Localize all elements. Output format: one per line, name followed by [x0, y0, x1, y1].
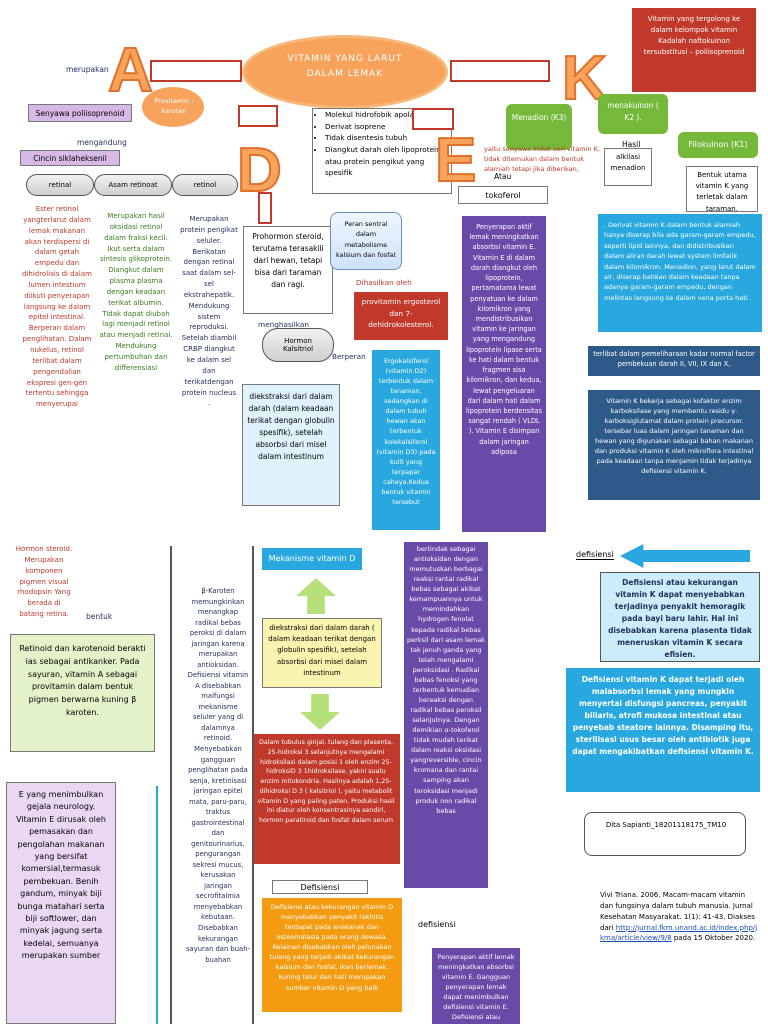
filokuinon-box: Filokuinon (K1): [678, 132, 758, 158]
defisiensi-d-label: Defisiensi: [272, 880, 368, 894]
hormon-steroid-desc: Hormon steroid. Merupakan komponen pigme…: [15, 545, 73, 619]
trait-item: Diangkut darah oleh lipoprotein atau pro…: [325, 144, 451, 179]
pill-retinal: retinal: [26, 174, 94, 196]
label-menghasilkan: menghasilkan: [258, 320, 309, 329]
trait-item: Molekul hidrofobik apolar: [325, 109, 451, 121]
provitamin-label: Provitamin : karoten: [154, 97, 194, 116]
arrow-d-down: [258, 192, 272, 224]
terlibat-box: terlibat dalam pemeliharaan kadar normal…: [588, 346, 760, 376]
author-ribbon: [584, 812, 746, 856]
defisiensi-k-box2: Defisiensi vitamin K dapat terjadi oleh …: [566, 668, 760, 792]
label-atau: Atau: [494, 172, 512, 181]
senyawa-box: Senyawa poliisoprenoid: [28, 104, 132, 122]
pill-retinol: retinol: [172, 174, 238, 196]
tokoferol-box: tokoferol: [458, 186, 548, 204]
k-definisi-box: Vitamin yang tergolong ke dalam kelompok…: [632, 8, 756, 92]
label-mengandung: mengandung: [77, 138, 127, 147]
label-hasil: Hasil: [622, 140, 641, 149]
provitamin-cloud: [142, 87, 204, 127]
reference-box: Vivi Triana. 2006. Macam-macam vitamin d…: [600, 890, 760, 990]
letter-d: D: [236, 136, 283, 205]
arrow-to-k: [450, 60, 550, 82]
tubulus-box: Dalam tubulus ginjal, tulang dan plasent…: [252, 734, 400, 864]
label-dihasilkan: Dihasilkan oleh: [356, 278, 412, 287]
retinol-desc: Merupakan protein pengikat seluler. Beri…: [180, 215, 238, 408]
menakuinon-box: menakuinon ( K2 ).: [598, 94, 668, 134]
defisiensi-k-label: defisiensi: [576, 550, 614, 560]
arrow-green-up: [296, 578, 336, 614]
defisiensi-k-box1: Defisiensi atau kekurangan vitamin K dap…: [600, 572, 760, 662]
beta-karoten-desc: β-Karoten memungkinkan menangkap radikal…: [186, 587, 250, 964]
letter-a: A: [107, 36, 154, 105]
author-name: Dita Sapianti_18201118175_TM10: [605, 821, 727, 829]
center-title: VITAMIN YANG LARUT DALAM LEMAK: [255, 52, 435, 83]
antioksidan-box: bertindak sebagai antioksidan dengan mem…: [404, 542, 488, 888]
vertical-line-3: [252, 546, 254, 1024]
mekanisme-title: Mekanisme vitamin D: [262, 548, 362, 570]
center-title-line1: VITAMIN YANG LARUT: [287, 54, 403, 64]
retinal-desc: Ester retinol yangterlarut dalam lemak m…: [22, 205, 92, 409]
trait-item: Derivat isoprene: [325, 121, 451, 133]
center-cloud: [245, 38, 445, 106]
label-bentuk: bentuk: [86, 612, 113, 621]
provitamin-box: provitamin ergosterol dan 7-dehidrokoles…: [354, 292, 448, 340]
center-title-line2: DALAM LEMAK: [306, 69, 384, 80]
label-merupakan: merupakan: [66, 65, 109, 74]
reference-text1: Vivi Triana. 2006. Macam-macam vitamin d…: [600, 891, 755, 932]
neurology-box: E yang menimbulkan gejala neurology. Vit…: [6, 782, 116, 1024]
arrow-green-down: [300, 694, 340, 730]
k-penjelasan-box: . Derivat vitamin K dalam bentuk alamiah…: [598, 214, 762, 332]
pill-asam-retinoat: Asam retinoat: [94, 174, 172, 196]
trait-item: Tidak disentesis tubuh: [325, 132, 451, 144]
diekstraksi-mekanisme-box: diekstraksi dari dalam darah ( dalam kea…: [262, 618, 382, 688]
arrow-to-a: [150, 60, 242, 82]
reference-text2: pada 15 Oktober 2020.: [673, 934, 756, 943]
arrow-blue-left: [620, 544, 750, 568]
prohormon-box: Prohormon steroid, terutama terasakili d…: [243, 226, 333, 314]
kofaktor-box: Vitamin K bekerja sebagai kofaktor enzim…: [588, 390, 760, 500]
defisiensi-d-box: Defisiensi atau kekurangan vitamin D men…: [262, 898, 402, 1012]
bentuk-utama-box: Bentuk utama vitamin K yang terletak dal…: [686, 166, 758, 213]
label-berperan: Berperan: [332, 352, 366, 361]
defisiensi-e-box: Penyerapan aktif lemak meningkatkan abso…: [432, 948, 520, 1024]
arrow-to-e: [412, 108, 454, 130]
retinoid-box: Retinoid dan karotenoid berakti ias seba…: [10, 634, 155, 752]
ergokalsiferol-box: Ergokalsiferol (vitamin D2) terbentuk da…: [372, 350, 440, 530]
k-senyawa-desc: yaitu senyawa induk seri vitamin K, tida…: [484, 145, 600, 174]
peran-box: Peran sentral dalam metabolisme kalsium …: [330, 212, 402, 270]
vertical-line-1: [156, 786, 158, 1024]
menadion-box: Menadion (K3): [506, 104, 572, 150]
penyerapan-e-box: Penyerapan aktif lemak meningkatkan abso…: [462, 216, 546, 532]
alkilasi-box: alkilasi menadion: [604, 148, 652, 186]
diekstraksi-box: diekstraksi dari dalam darah (dalam kead…: [242, 384, 340, 506]
asam-retinoat-desc: Merupakan hasil oksidasi retinol dalam f…: [99, 212, 173, 372]
reference-link[interactable]: http://jurnal.fkm.unand.ac.id/index.php/…: [600, 923, 758, 943]
hormon-kalsitriol: Hormon Kalsitriol: [262, 328, 334, 362]
letter-e: E: [434, 126, 477, 195]
vertical-line-2: [170, 546, 172, 1024]
defisiensi-e-label: defisiensi: [418, 920, 456, 929]
cincin-box: Cincin siklaheksenil: [20, 150, 120, 166]
arrow-to-d: [238, 105, 278, 127]
center-traits-list: Molekul hidrofobik apolar Derivat isopre…: [313, 109, 451, 179]
